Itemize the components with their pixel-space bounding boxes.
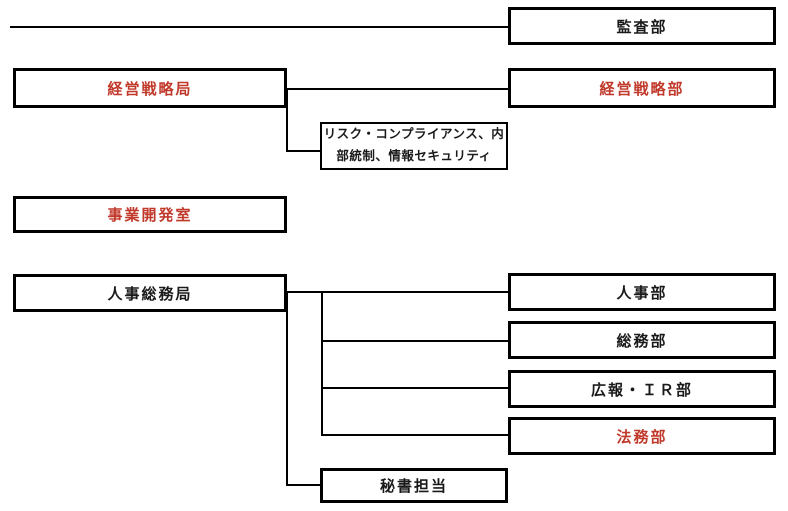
org-node-risk-compliance: リスク・コンプライアンス、内 部統制、情報セキュリティ — [320, 122, 508, 170]
org-node-label: 経営戦略部 — [599, 80, 685, 98]
org-node-legal-dept: 法務部 — [508, 417, 776, 455]
org-node-strategy-bureau: 経営戦略局 — [13, 68, 287, 108]
org-node-general-affairs-dept: 総務部 — [508, 321, 776, 359]
connector-risk-horizontal — [286, 150, 322, 152]
org-node-label: 事業開発室 — [107, 207, 193, 224]
connector-hr-bureau-hr-dept — [286, 291, 508, 293]
org-node-label: 広報・ＩＲ部 — [590, 381, 693, 399]
connector-secretary-horizontal — [286, 484, 322, 486]
org-node-strategy-dept: 経営戦略部 — [508, 68, 776, 108]
org-node-audit-dept: 監査部 — [508, 7, 776, 45]
org-node-label: 総務部 — [616, 332, 668, 350]
org-node-label: 監査部 — [616, 18, 668, 36]
connector-strategy-bureau-dept — [286, 88, 508, 90]
org-node-label: 人事総務局 — [107, 285, 193, 303]
org-node-label-line1: リスク・コンプライアンス、内 — [323, 127, 505, 142]
org-node-business-dev: 事業開発室 — [13, 196, 287, 233]
connector-secretary-vertical — [286, 291, 288, 486]
org-node-secretary: 秘書担当 — [320, 468, 508, 503]
org-node-pr-ir-dept: 広報・ＩＲ部 — [508, 370, 776, 408]
connector-general-affairs — [321, 340, 508, 342]
connector-pr-ir — [321, 387, 508, 389]
org-node-hr-ga-bureau: 人事総務局 — [13, 274, 287, 312]
org-node-label: 経営戦略局 — [107, 80, 193, 98]
org-node-label: 秘書担当 — [379, 478, 448, 495]
org-node-label: 人事部 — [616, 284, 668, 302]
connector-branch-vertical — [321, 291, 323, 436]
connector-left-to-audit — [10, 26, 508, 28]
org-node-label: 法務部 — [616, 428, 668, 446]
connector-risk-vertical — [286, 88, 288, 152]
org-node-hr-dept: 人事部 — [508, 273, 776, 311]
org-node-label-line2: 部統制、情報セキュリティ — [336, 149, 492, 163]
connector-legal — [321, 434, 508, 436]
